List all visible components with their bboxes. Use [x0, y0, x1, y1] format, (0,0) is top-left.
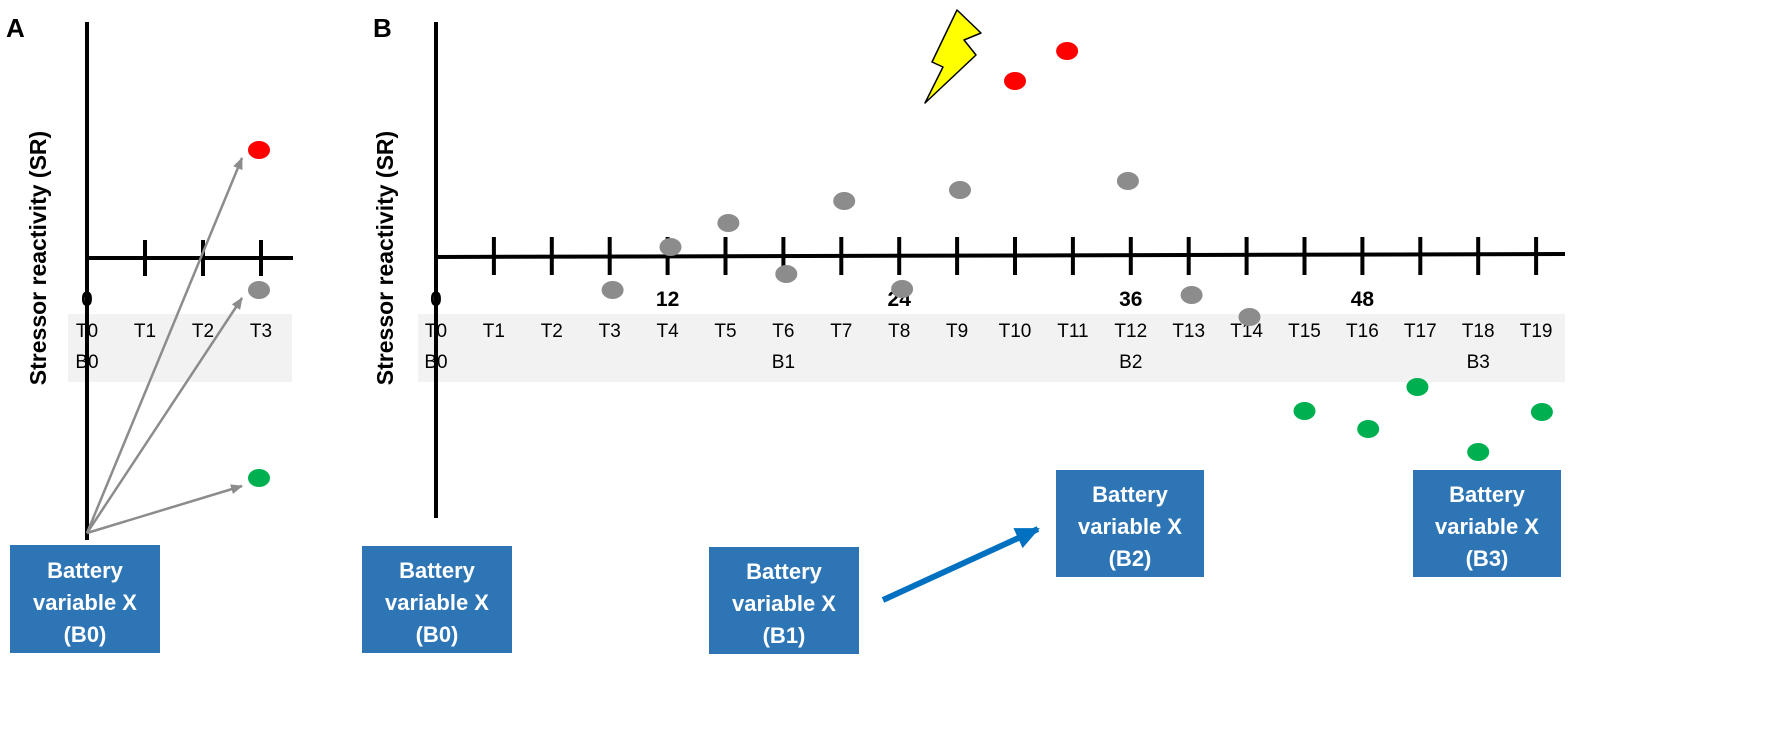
panel-a-arrows — [85, 157, 244, 535]
time-label: T1 — [134, 321, 156, 342]
battery-label: B0 — [424, 352, 447, 373]
prediction-arrow — [85, 157, 244, 534]
box-line: (B3) — [1466, 546, 1509, 571]
sr-dot-gray — [833, 192, 856, 210]
panel-a-y-label: Stressor reactivity (SR) — [25, 131, 51, 385]
box-line: Battery — [746, 559, 823, 584]
time-label: T1 — [483, 321, 505, 342]
panel-b-dots — [601, 42, 1553, 461]
panel-a: A Stressor reactivity (SR) 0 T0 T1 T2 T3 B0… — [6, 13, 293, 653]
time-label: T6 — [772, 321, 794, 342]
box-line: variable X — [732, 591, 836, 616]
battery-label: B1 — [772, 352, 795, 373]
panel-b-time-labels: T0 T1 T2 T3 T4 T5 T6 T7 T8 T9 T10 T11 T12 T13 T14 T15 T1… — [425, 321, 1553, 342]
panel-b-origin-label: 0 — [430, 288, 442, 311]
battery-label: B3 — [1467, 352, 1490, 373]
time-label: T18 — [1462, 321, 1495, 342]
box-line: variable X — [385, 590, 489, 615]
panel-a-origin-label: 0 — [81, 288, 93, 311]
battery-box-b0: Battery variable X (B0) — [362, 546, 512, 653]
box-line: variable X — [33, 590, 137, 615]
time-label: T2 — [192, 321, 214, 342]
progression-arrow — [881, 526, 1040, 603]
sr-dot-gray — [1180, 286, 1203, 304]
time-label: T3 — [599, 321, 621, 342]
sr-dot-gray — [248, 281, 270, 299]
time-label: T0 — [76, 321, 98, 342]
sr-dot-gray — [601, 281, 624, 299]
panel-b-battery-labels: B0 B1 B2 B3 — [424, 352, 1489, 373]
box-line: (B1) — [763, 623, 806, 648]
sr-dot-red — [1004, 72, 1026, 90]
battery-box-b2: Battery variable X (B2) — [1056, 470, 1204, 577]
sr-dot-green — [1530, 403, 1553, 421]
battery-box-b3: Battery variable X (B3) — [1413, 470, 1561, 577]
hour-label: 36 — [1119, 288, 1142, 311]
time-label: T7 — [830, 321, 852, 342]
sr-dot-gray — [717, 214, 740, 232]
sr-dot-gray — [775, 265, 798, 283]
panel-a-time-labels: T0 T1 T2 T3 — [76, 321, 272, 342]
sr-dot-green — [1293, 402, 1316, 420]
panel-b-ticks — [491, 237, 1539, 275]
panel-b-letter: B — [373, 13, 392, 43]
time-label: T5 — [714, 321, 736, 342]
panel-b-x-axis — [433, 252, 1566, 259]
time-label: T11 — [1057, 321, 1088, 342]
time-label: T19 — [1520, 321, 1553, 342]
lightning-bolt-icon — [924, 9, 982, 104]
panel-a-time-band — [68, 314, 292, 382]
box-line: Battery — [1092, 482, 1169, 507]
time-label: T3 — [250, 321, 272, 342]
sr-dot-green — [1357, 420, 1380, 438]
sr-dot-green — [1467, 443, 1490, 461]
sr-dot-gray — [1116, 172, 1139, 190]
panel-a-letter: A — [6, 13, 25, 43]
sr-dot-green — [1406, 378, 1429, 396]
hour-label: 48 — [1351, 288, 1375, 311]
battery-label: B0 — [75, 352, 98, 373]
panel-a-ticks — [143, 240, 263, 276]
battery-box-b1: Battery variable X (B1) — [709, 547, 859, 654]
box-line: Battery — [399, 558, 476, 583]
box-line: variable X — [1435, 514, 1539, 539]
time-label: T8 — [888, 321, 910, 342]
time-label: T17 — [1404, 321, 1437, 342]
box-line: Battery — [1449, 482, 1526, 507]
panel-b-y-label: Stressor reactivity (SR) — [372, 131, 398, 385]
sr-dot-gray — [948, 181, 971, 199]
box-line: variable X — [1078, 514, 1182, 539]
panel-a-dots — [248, 141, 270, 487]
time-label: T4 — [657, 321, 680, 342]
time-label: T9 — [946, 321, 968, 342]
time-label: T13 — [1172, 321, 1205, 342]
sr-dot-red — [248, 141, 270, 159]
time-label: T15 — [1288, 321, 1321, 342]
time-label: T12 — [1114, 321, 1147, 342]
panel-b-time-band — [418, 314, 1565, 382]
prediction-arrow — [86, 484, 243, 535]
battery-label: B2 — [1119, 352, 1142, 373]
time-label: T16 — [1346, 321, 1379, 342]
box-line: (B0) — [64, 622, 107, 647]
sr-dot-red — [1056, 42, 1079, 60]
time-label: T2 — [541, 321, 563, 342]
box-line: Battery — [47, 558, 124, 583]
panel-a-battery-labels: B0 — [75, 352, 98, 373]
time-label: T0 — [425, 321, 447, 342]
prediction-arrow — [85, 297, 244, 534]
sr-dot-gray — [659, 238, 682, 256]
sr-dot-green — [248, 469, 270, 487]
sr-dot-gray — [891, 280, 914, 298]
panel-a-battery-box-b0: Battery variable X (B0) — [10, 545, 160, 653]
time-label: T14 — [1230, 321, 1263, 342]
time-label: T10 — [999, 321, 1032, 342]
hour-label: 12 — [656, 288, 679, 311]
box-line: (B2) — [1109, 546, 1152, 571]
box-line: (B0) — [416, 622, 459, 647]
sr-dot-gray — [1238, 308, 1261, 326]
